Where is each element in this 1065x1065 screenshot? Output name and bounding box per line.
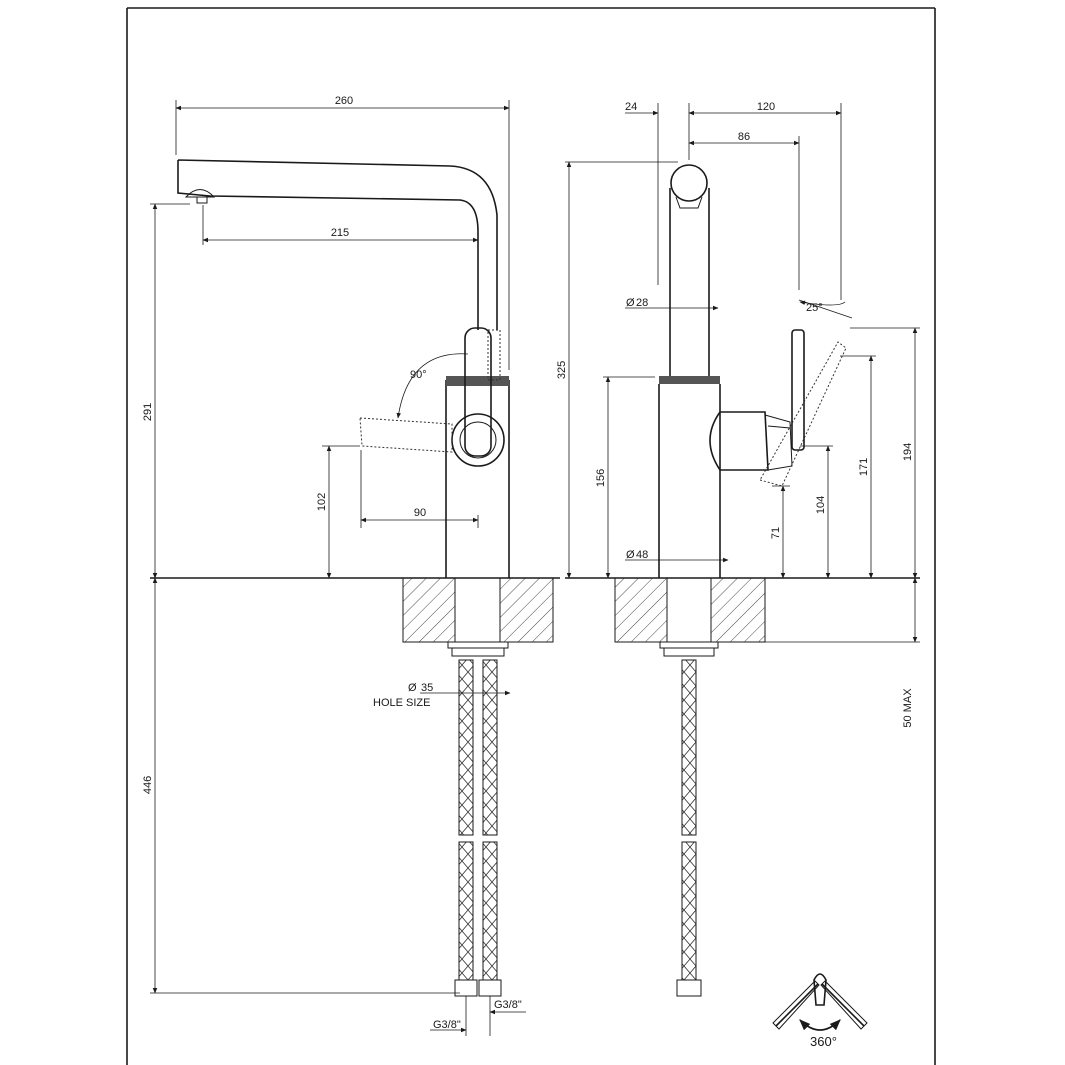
dim-hole-diameter: 35: [421, 682, 433, 694]
dim-height-194: 194: [902, 443, 914, 461]
connection-label-left: G3/8": [433, 1019, 461, 1031]
lever-rotation-label: 90°: [410, 369, 427, 381]
dim-body-diameter: 48: [636, 549, 648, 561]
front-view: 90° 260 215 291 102 90: [142, 95, 560, 1036]
dim-height-156: 156: [595, 469, 607, 487]
dim-spout-diameter: 28: [636, 297, 648, 309]
dim-depth-120: 120: [757, 101, 775, 113]
swivel-label: 360°: [810, 1034, 837, 1049]
hole-size-label: HOLE SIZE: [373, 697, 430, 709]
svg-text:Ø: Ø: [408, 682, 417, 694]
swivel-360-icon: 360°: [772, 973, 868, 1049]
dim-height-104: 104: [815, 496, 827, 514]
spout-outline: [177, 159, 498, 330]
svg-text:Ø: Ø: [626, 297, 635, 309]
aerator: [184, 189, 216, 198]
dim-lever-tilt: 25°: [806, 302, 823, 314]
dim-offset: 24: [625, 101, 637, 113]
dim-deck-thickness: 50 MAX: [902, 688, 914, 728]
lever-ghost-rotated: [359, 417, 453, 453]
knurled-ring-side: [659, 376, 720, 384]
connection-label-right: G3/8": [494, 999, 522, 1011]
dim-lever-height: 102: [316, 493, 328, 511]
lever-housing: [709, 411, 769, 471]
knurled-ring: [446, 376, 509, 386]
dim-spout-reach: 215: [331, 227, 349, 239]
dim-spout-length: 260: [335, 95, 353, 107]
svg-text:Ø: Ø: [626, 549, 635, 561]
dim-depth-86: 86: [738, 131, 750, 143]
spout-end-circle: [670, 164, 708, 202]
dim-height-325: 325: [556, 361, 568, 379]
lever-ghost-tilted: [759, 341, 847, 487]
sheet-frame: [126, 7, 936, 1065]
dim-below-deck: 446: [142, 776, 154, 794]
lever-handle: [464, 327, 492, 457]
dim-height-171: 171: [858, 458, 870, 476]
lever-side: [791, 329, 805, 451]
dim-lever-reach: 90: [414, 507, 426, 519]
dim-total-height: 291: [142, 403, 154, 421]
side-view: 24 120 86 25° Ø 28 325 156 Ø 48 194 171: [556, 101, 920, 997]
dim-height-71: 71: [770, 527, 782, 539]
